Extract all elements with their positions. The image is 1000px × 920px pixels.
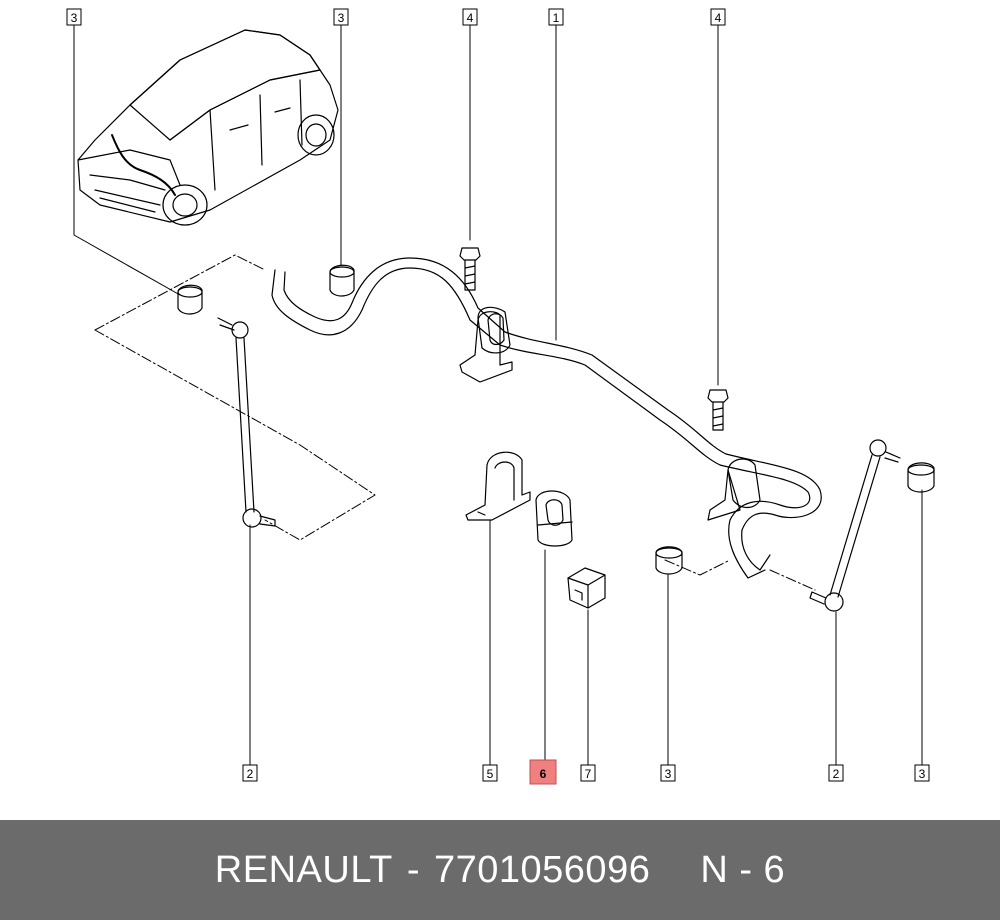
callout-2-bottom-right: 2 [833,767,840,781]
clamp-bracket-5 [465,451,531,521]
bushing-3-left [177,284,203,315]
callout-4-top-left: 4 [467,11,474,25]
callout-3-top-left: 3 [71,11,78,25]
leader-lines [73,24,923,766]
guide-lines [94,254,816,591]
bar-bushing-right [707,458,761,521]
callout-5-bottom: 5 [487,767,494,781]
callout-2-bottom-left: 2 [247,767,254,781]
exploded-parts-diagram: 3 3 4 1 4 2 5 6 7 3 2 3 [66,8,935,785]
callout-3-bottom-mid: 3 [665,767,672,781]
bushing-6 [535,490,573,547]
bushing-3-right-bottom [655,546,683,575]
callouts [66,8,930,782]
callout-3-top-mid: 3 [338,11,345,25]
callout-7-bottom: 7 [585,767,592,781]
callout-1-top: 1 [553,11,560,25]
position-code: N - 6 [700,848,786,891]
block-7 [567,567,606,609]
bolt-4-right [707,389,729,431]
footer-banner: RENAULT - 7701056096 N - 6 [0,820,1000,920]
bar-clamp-left [459,311,513,383]
bar-bushing-left [477,306,511,354]
car-illustration [77,29,339,226]
part-number: 7701056096 [434,848,651,891]
bushing-3-right-top [907,462,935,493]
callout-4-top-right: 4 [715,11,722,25]
link-rod-right [809,439,901,612]
bushing-3-top [329,264,355,297]
callout-6-bottom: 6 [540,767,547,781]
brand-name: RENAULT [214,848,393,891]
link-rod-left [217,317,276,528]
bolt-4-left [459,247,481,291]
callout-6-highlight [529,759,557,785]
footer-separator: - [406,848,420,891]
callout-3-bottom-right: 3 [919,767,926,781]
stabilizer-bar [271,257,822,579]
